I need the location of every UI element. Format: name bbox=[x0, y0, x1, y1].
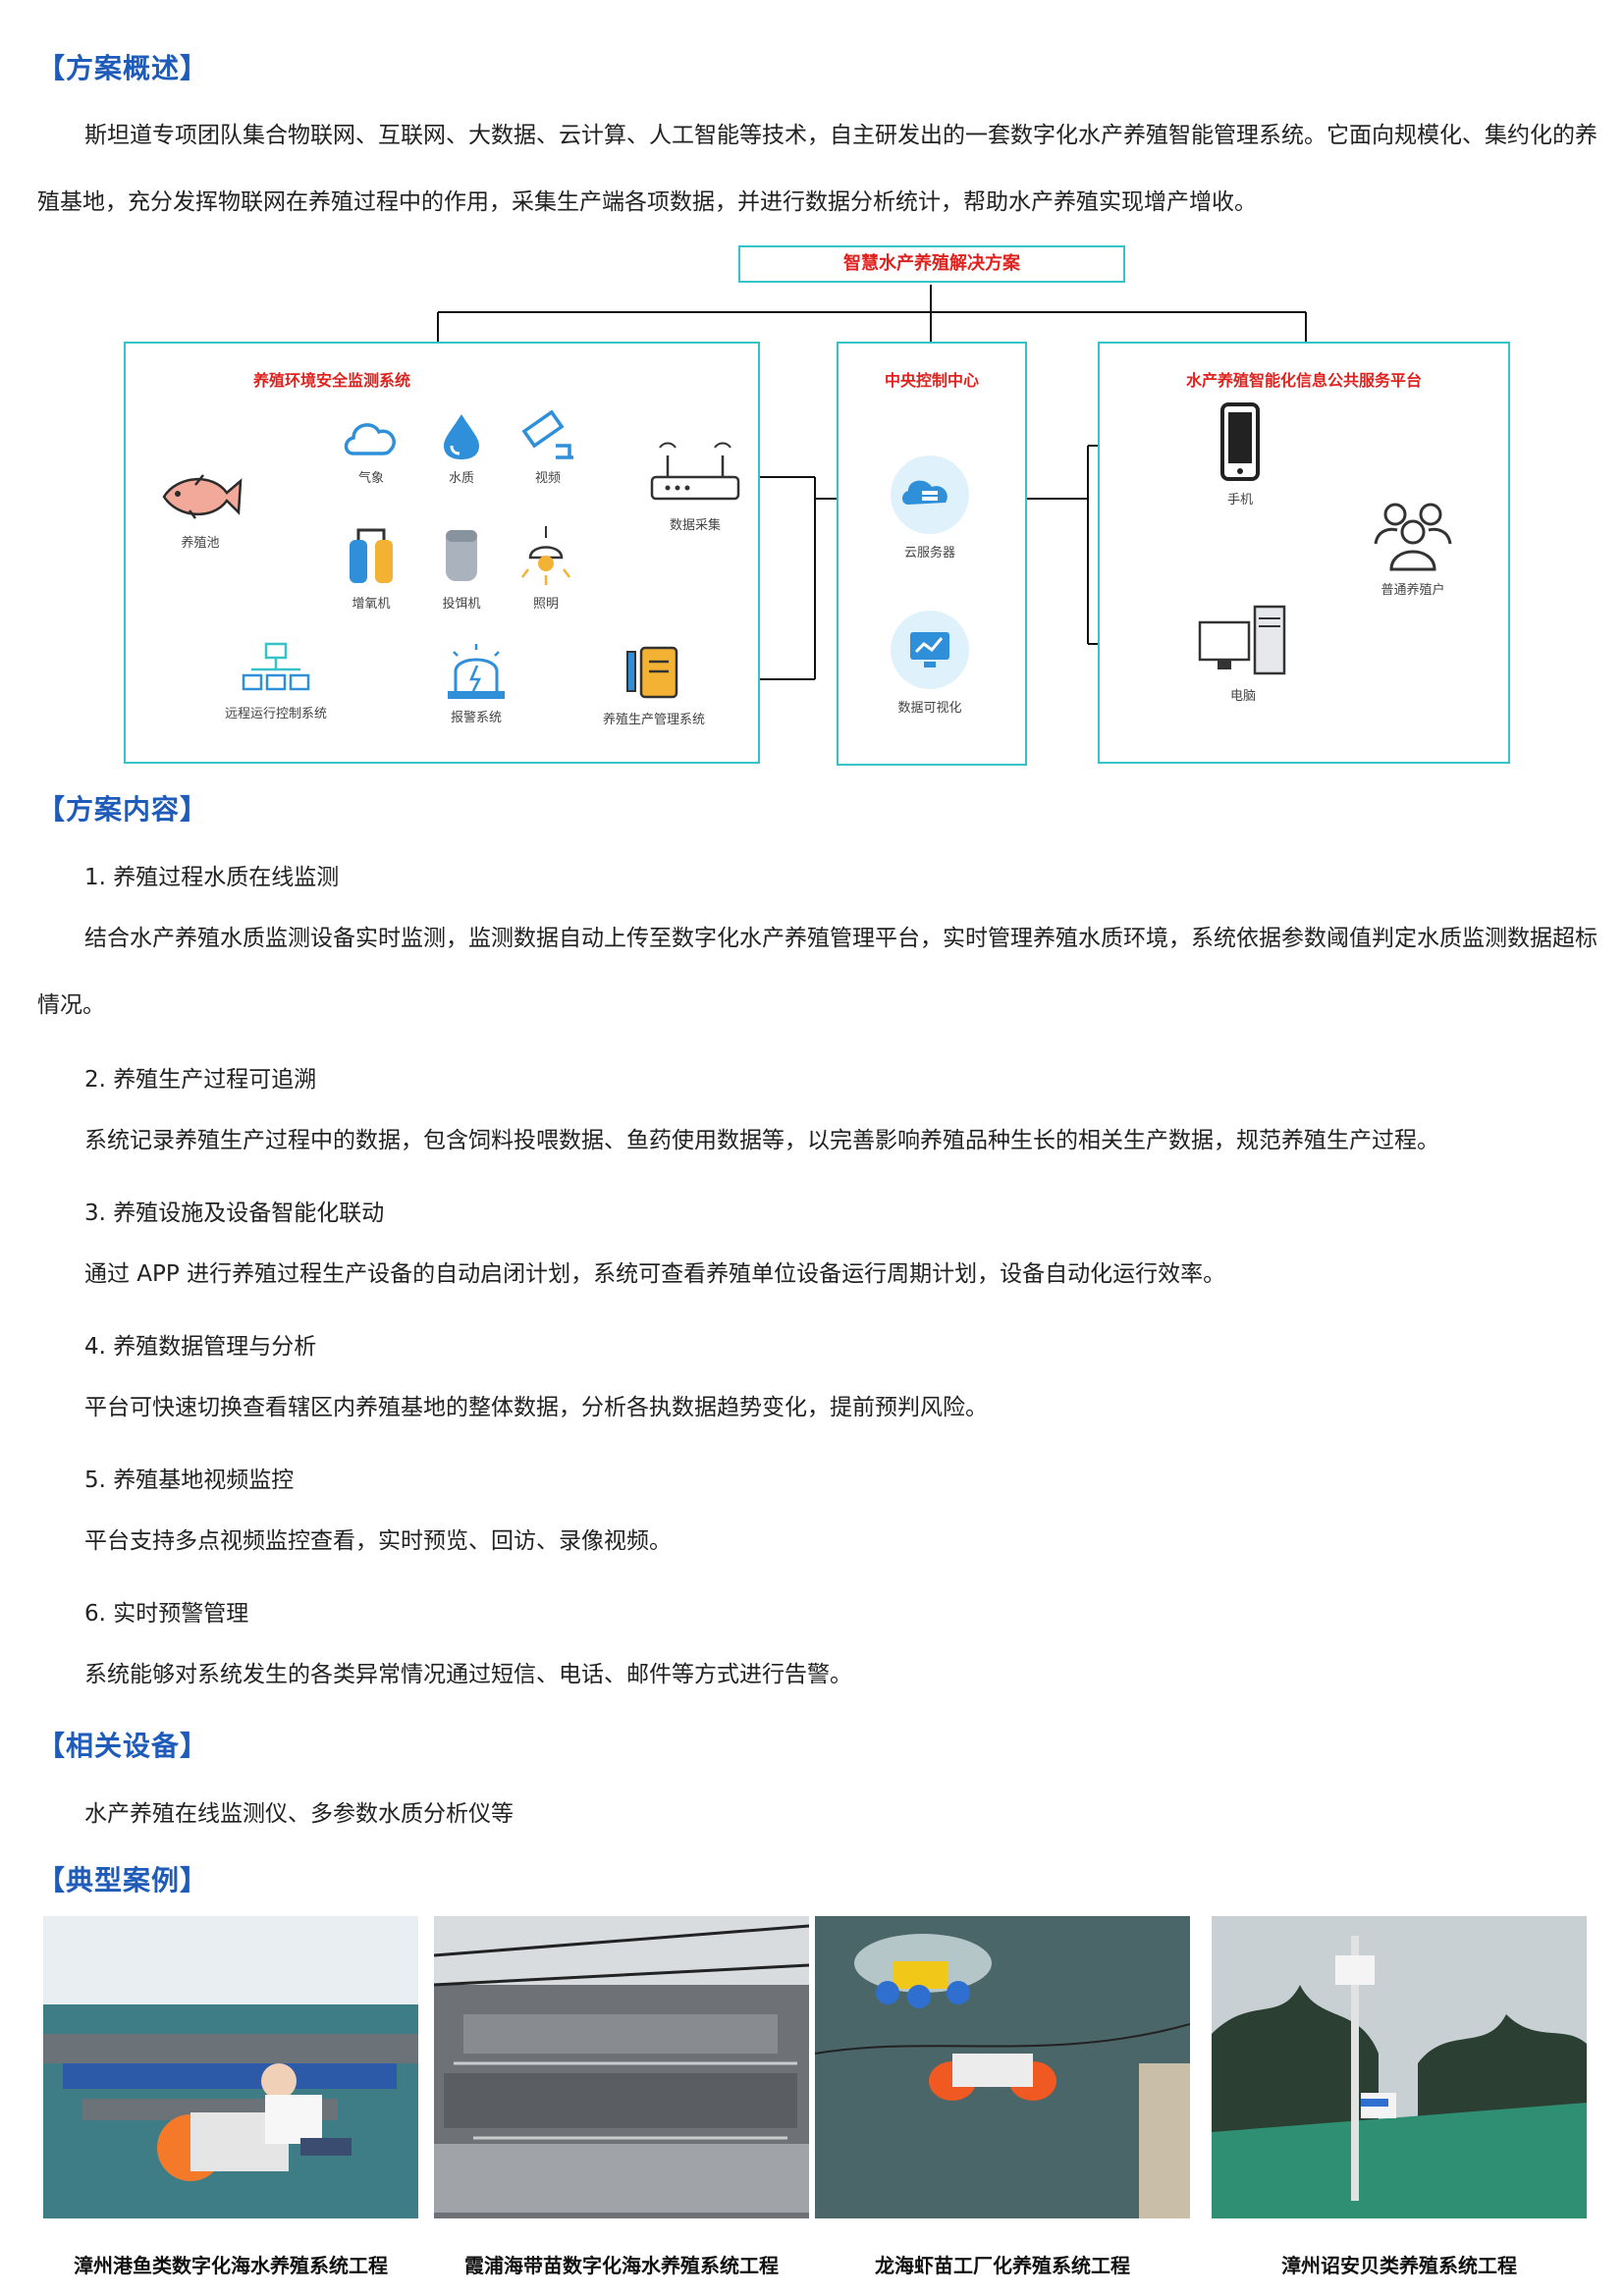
weather-label: 气象 bbox=[357, 471, 384, 486]
item-4-title: 4. 养殖数据管理与分析 bbox=[84, 1334, 317, 1360]
case-photo-4 bbox=[1212, 1916, 1587, 2218]
gateway-node: 数据采集 bbox=[648, 438, 742, 533]
video-node: 视频 bbox=[507, 410, 589, 486]
farmers-node: 普通养殖户 bbox=[1359, 495, 1467, 598]
cloud-server-icon bbox=[891, 455, 969, 534]
alarm-label: 报警系统 bbox=[450, 711, 502, 725]
lamp-icon bbox=[521, 526, 570, 585]
remote-control-label: 远程运行控制系统 bbox=[224, 707, 327, 721]
aerator-label: 增氧机 bbox=[352, 597, 391, 612]
pond-label: 养殖池 bbox=[181, 536, 220, 551]
case-card-1: 漳州港鱼类数字化海水养殖系统工程 bbox=[43, 1916, 418, 2277]
case-card-4: 漳州诏安贝类养殖系统工程 bbox=[1212, 1916, 1587, 2277]
cloud-server-label: 云服务器 bbox=[903, 546, 955, 561]
weather-node: 气象 bbox=[332, 410, 410, 486]
case-card-3: 龙海虾苗工厂化养殖系统工程 bbox=[815, 1916, 1190, 2277]
data-visual-label: 数据可视化 bbox=[897, 701, 962, 716]
overview-text: 斯坦道专项团队集合物联网、互联网、大数据、云计算、人工智能等技术，自主研发出的一… bbox=[37, 123, 1597, 215]
feeder-node: 投饵机 bbox=[422, 524, 501, 612]
kelp-nursery-photo bbox=[434, 1916, 809, 2218]
item-3-body: 通过 APP 进行养殖过程生产设备的自动启闭计划，系统可查看养殖单位设备运行周期… bbox=[84, 1261, 1226, 1287]
case-photo-3 bbox=[815, 1916, 1190, 2218]
content-heading: 【方案内容】 bbox=[37, 793, 209, 826]
production-mgmt-node: 养殖生产管理系统 bbox=[585, 642, 723, 727]
pc-node: 电脑 bbox=[1196, 601, 1290, 704]
case-caption-1: 漳州港鱼类数字化海水养殖系统工程 bbox=[74, 2254, 388, 2277]
data-visual-node: 数据可视化 bbox=[876, 609, 984, 716]
item-6-title: 6. 实时预警管理 bbox=[84, 1601, 249, 1627]
item-6-body: 系统能够对系统发生的各类异常情况通过短信、电话、邮件等方式进行告警。 bbox=[84, 1662, 852, 1687]
service-platform-box: 水产养殖智能化信息公共服务平台 bbox=[1098, 342, 1510, 764]
notebook-icon bbox=[626, 646, 678, 699]
lighting-label: 照明 bbox=[532, 597, 559, 612]
cases-heading: 【典型案例】 bbox=[37, 1864, 209, 1896]
diagram-title-box: 智慧水产养殖解决方案 bbox=[738, 245, 1125, 283]
service-platform-title: 水产养殖智能化信息公共服务平台 bbox=[1185, 371, 1422, 390]
computer-icon bbox=[1198, 605, 1286, 675]
oxygen-tank-icon bbox=[350, 528, 393, 583]
water-quality-node: 水质 bbox=[422, 410, 501, 486]
users-icon bbox=[1374, 503, 1452, 571]
production-mgmt-label: 养殖生产管理系统 bbox=[602, 713, 705, 727]
item-3-title: 3. 养殖设施及设备智能化联动 bbox=[84, 1201, 385, 1226]
case-photo-1 bbox=[43, 1916, 418, 2218]
water-quality-label: 水质 bbox=[448, 471, 474, 486]
fish-icon bbox=[162, 474, 243, 519]
farmers-label: 普通养殖户 bbox=[1380, 583, 1445, 598]
control-center-title: 中央控制中心 bbox=[884, 371, 979, 390]
monitor-chart-icon bbox=[891, 611, 969, 689]
pond-node: 养殖池 bbox=[151, 467, 249, 551]
aerator-node: 增氧机 bbox=[332, 524, 410, 612]
equipment-heading: 【相关设备】 bbox=[37, 1730, 209, 1762]
control-center-box: 中央控制中心 bbox=[837, 342, 1027, 766]
case-caption-2: 霞浦海带苗数字化海水养殖系统工程 bbox=[464, 2254, 779, 2277]
item-2-title: 2. 养殖生产过程可追溯 bbox=[84, 1067, 317, 1093]
feeder-label: 投饵机 bbox=[442, 597, 481, 612]
alarm-node: 报警系统 bbox=[422, 642, 530, 725]
camera-icon bbox=[521, 410, 573, 459]
network-icon bbox=[242, 642, 310, 691]
diagram-title: 智慧水产养殖解决方案 bbox=[843, 253, 1020, 274]
item-2-body: 系统记录养殖生产过程中的数据，包含饲料投喂数据、鱼药使用数据等，以完善影响养殖品… bbox=[84, 1128, 1439, 1153]
alarm-icon bbox=[448, 644, 505, 699]
phone-node: 手机 bbox=[1196, 400, 1284, 507]
pc-label: 电脑 bbox=[1229, 689, 1256, 704]
gateway-label: 数据采集 bbox=[669, 518, 721, 533]
case-card-2: 霞浦海带苗数字化海水养殖系统工程 bbox=[434, 1916, 809, 2277]
item-5-title: 5. 养殖基地视频监控 bbox=[84, 1468, 295, 1493]
item-5-body: 平台支持多点视频监控查看，实时预览、回访、录像视频。 bbox=[84, 1528, 672, 1554]
video-label: 视频 bbox=[534, 471, 561, 486]
water-drop-icon bbox=[444, 414, 479, 459]
shellfish-station-photo bbox=[1212, 1916, 1587, 2218]
case-photo-2 bbox=[434, 1916, 809, 2218]
item-1-body: 结合水产养殖水质监测设备实时监测，监测数据自动上传至数字化水产养殖管理平台，实时… bbox=[37, 926, 1597, 1018]
shrimp-pond-photo bbox=[815, 1916, 1190, 2218]
monitoring-system-title: 养殖环境安全监测系统 bbox=[252, 371, 410, 390]
feeder-icon bbox=[446, 530, 477, 581]
lighting-node: 照明 bbox=[507, 524, 585, 612]
item-4-body: 平台可快速切换查看辖区内养殖基地的整体数据，分析各执数据趋势变化，提前预判风险。 bbox=[84, 1395, 988, 1420]
overview-heading: 【方案概述】 bbox=[37, 52, 209, 84]
router-icon bbox=[650, 442, 740, 501]
fish-farm-photo bbox=[43, 1916, 418, 2218]
phone-label: 手机 bbox=[1226, 493, 1253, 507]
phone-icon bbox=[1220, 402, 1260, 481]
case-caption-4: 漳州诏安贝类养殖系统工程 bbox=[1281, 2254, 1517, 2277]
case-caption-3: 龙海虾苗工厂化养殖系统工程 bbox=[875, 2254, 1130, 2277]
remote-control-node: 远程运行控制系统 bbox=[212, 642, 340, 721]
cloud-icon bbox=[344, 423, 396, 455]
equipment-text: 水产养殖在线监测仪、多参数水质分析仪等 bbox=[84, 1801, 514, 1827]
item-1-title: 1. 养殖过程水质在线监测 bbox=[84, 865, 340, 890]
cloud-server-node: 云服务器 bbox=[876, 454, 984, 561]
